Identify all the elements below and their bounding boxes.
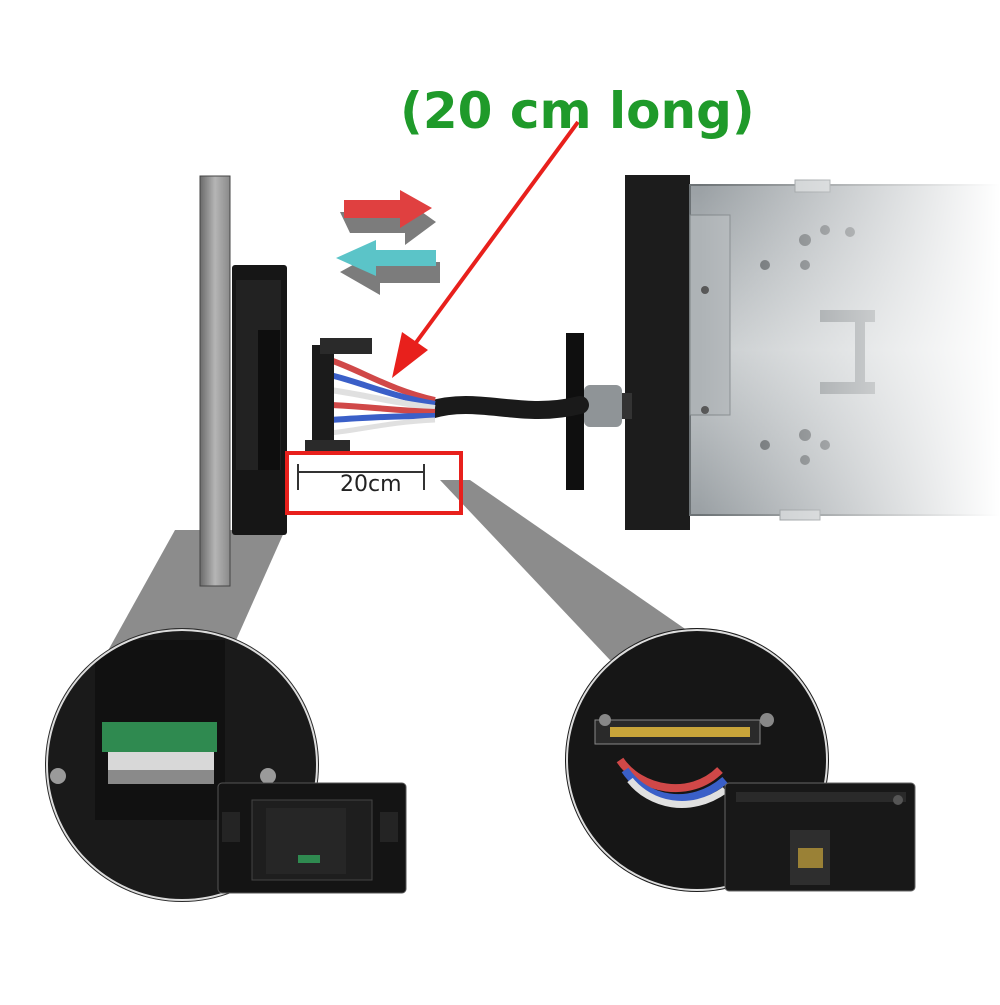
screen-unit-side [199,175,287,587]
arrow-right-icon [340,190,436,245]
pointer-arrow-icon [392,120,580,378]
zoom-beam-left [100,530,285,665]
dimension-marker [297,464,425,490]
head-unit-thumbnail [724,782,916,892]
zoom-beam-right [440,480,730,660]
highlight-box [285,451,463,515]
arrow-left-icon [336,240,440,295]
head-unit-chassis [625,175,1000,535]
ribbon-cable [305,338,589,454]
length-headline: (20 cm long) [400,82,755,140]
dimension-label: 20cm [340,472,402,497]
screen-back-thumbnail [217,782,407,894]
